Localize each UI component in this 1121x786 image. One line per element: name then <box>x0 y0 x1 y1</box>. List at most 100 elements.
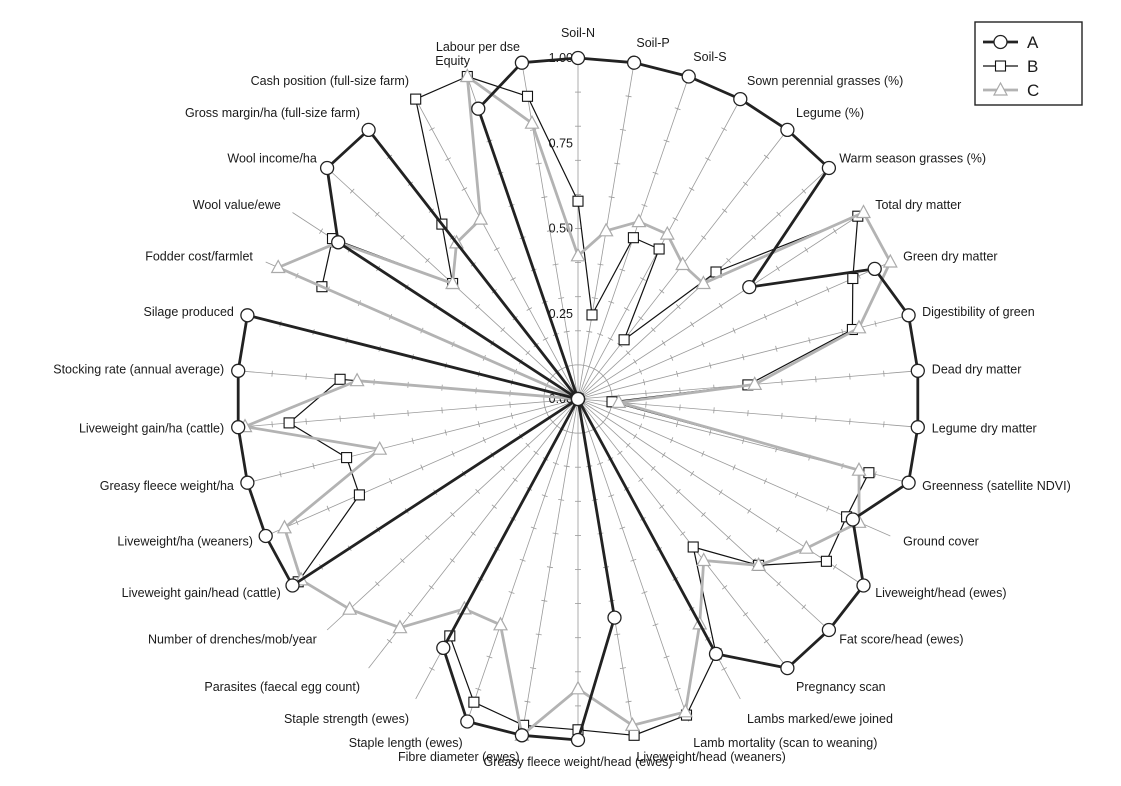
point-C-27 <box>372 440 388 455</box>
point-B-2 <box>627 232 639 244</box>
spoke-tick <box>640 277 646 281</box>
category-label: Soil-P <box>636 36 669 50</box>
category-label: Soil-S <box>693 50 726 64</box>
spoke-tick <box>510 277 516 281</box>
spoke-tick <box>676 370 679 377</box>
series-layer <box>231 50 925 748</box>
spoke-tick <box>608 300 615 304</box>
spoke-tick <box>563 330 570 333</box>
spoke-tick <box>690 470 695 477</box>
point-A-22 <box>436 640 451 656</box>
point-C-4 <box>675 256 691 271</box>
spoke-tick <box>607 409 611 416</box>
spoke-tick <box>558 499 565 501</box>
point-A-19 <box>570 732 586 748</box>
point-C-35 <box>473 210 489 225</box>
spoke-tick <box>513 423 518 430</box>
spoke-tick <box>751 234 756 240</box>
spoke-tick <box>552 532 559 535</box>
spoke-tick <box>676 304 681 310</box>
point-A-0 <box>570 50 586 66</box>
spoke-tick <box>815 415 817 422</box>
spoke-tick <box>411 437 414 444</box>
spoke-tick <box>500 465 506 471</box>
spoke-tick <box>688 187 695 191</box>
spoke-tick <box>676 488 681 494</box>
spoke-tick <box>874 320 877 327</box>
spoke-tick <box>586 365 593 369</box>
series-line-A <box>236 56 920 742</box>
spoke-tick <box>643 412 646 419</box>
spoke-tick <box>721 667 727 671</box>
spoke-tick <box>400 234 405 240</box>
point-C-0 <box>570 247 586 262</box>
spoke-tick <box>604 414 609 421</box>
spoke-tick <box>530 667 537 669</box>
spoke-tick <box>591 297 598 299</box>
category-label: Pregnancy scan <box>796 680 886 694</box>
spoke-tick <box>597 263 604 266</box>
category-label: Liveweight/ha (weaners) <box>117 535 253 549</box>
spoke-tick <box>312 462 315 470</box>
point-A-13 <box>856 578 871 593</box>
point-A-4 <box>780 122 795 138</box>
spoke-tick <box>674 687 681 691</box>
legend-marker-A <box>993 34 1008 50</box>
spoke-tick <box>641 591 648 594</box>
spoke-tick <box>763 154 770 160</box>
spoke-tick <box>650 465 656 471</box>
spoke-tick <box>832 228 837 234</box>
point-A-8 <box>901 308 916 323</box>
spoke-tick <box>747 410 749 417</box>
spoke-tick <box>569 431 576 434</box>
spoke-tick <box>563 465 570 468</box>
spoke-tick <box>591 367 598 371</box>
spoke-tick <box>776 211 781 217</box>
point-A-33 <box>319 160 335 176</box>
spoke-tick <box>775 345 778 352</box>
spoke-tick <box>742 181 749 186</box>
spoke-tick <box>596 369 602 375</box>
spoke-tick <box>679 387 681 394</box>
spoke-tick <box>508 591 515 594</box>
spoke-tick <box>425 257 430 263</box>
point-A-36 <box>471 101 486 116</box>
point-C-5 <box>695 275 711 290</box>
spoke-tick <box>545 409 549 416</box>
point-B-28 <box>283 417 295 429</box>
spoke-tick <box>643 379 646 386</box>
spoke-tick <box>428 585 435 590</box>
spoke-tick <box>619 129 626 131</box>
series-A <box>231 50 925 748</box>
point-C-24 <box>342 600 358 615</box>
spoke-tick <box>407 612 414 617</box>
spoke-tick <box>552 263 559 266</box>
spoke-tick <box>510 412 513 419</box>
legend-label-C: C <box>1027 81 1039 100</box>
spoke-tick <box>826 286 830 293</box>
spoke-tick <box>271 421 273 428</box>
spoke-tick <box>619 667 626 669</box>
spoke-tick <box>295 519 299 526</box>
spoke-tick <box>389 478 393 485</box>
spoke-tick <box>586 330 593 333</box>
point-A-32 <box>331 235 346 250</box>
spoke-tick <box>775 265 780 272</box>
point-C-3 <box>659 225 675 240</box>
point-A-9 <box>910 363 925 378</box>
point-C-31 <box>270 259 286 274</box>
category-label: Fat score/head (ewes) <box>839 632 963 646</box>
spoke-tick <box>597 462 604 465</box>
spoke-tick <box>386 638 393 644</box>
spoke-tick <box>586 429 593 433</box>
spoke-tick <box>619 268 626 272</box>
spoke-tick <box>849 373 851 380</box>
point-C-11 <box>851 461 867 476</box>
spoke-tick <box>475 304 480 310</box>
spoke-tick <box>475 404 477 411</box>
point-A-5 <box>821 160 837 176</box>
spoke-tick <box>450 512 455 517</box>
point-C-2 <box>631 213 647 228</box>
spoke-tick <box>305 418 307 425</box>
spoke-tick <box>670 355 674 361</box>
